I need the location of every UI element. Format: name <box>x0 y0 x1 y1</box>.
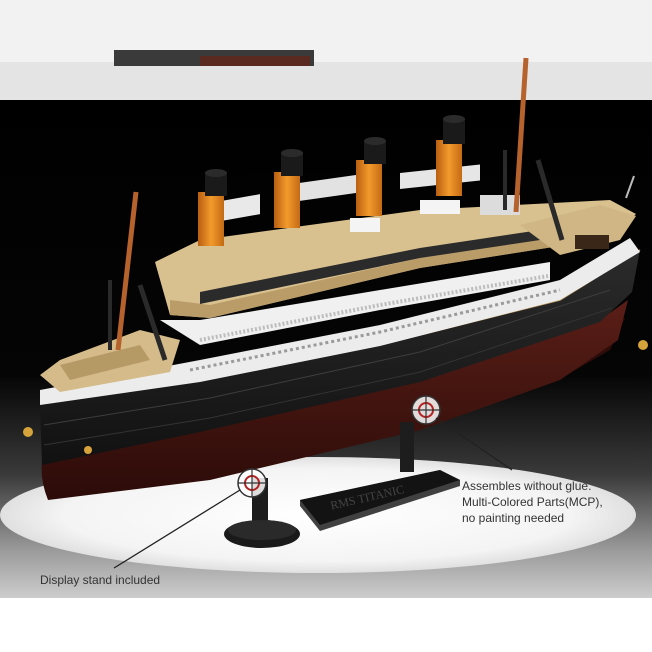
funnel-3 <box>356 160 382 216</box>
cropped-image-strip-red <box>200 56 310 66</box>
top-band-shadow <box>0 62 652 100</box>
hull-crest <box>84 446 92 454</box>
hull-plating-2 <box>43 307 613 446</box>
anchor-stern <box>23 427 33 437</box>
hull-plating <box>43 289 611 426</box>
fore-mast <box>513 57 529 213</box>
callout-stand: Display stand included <box>40 572 220 588</box>
bow-flagpole <box>625 175 635 199</box>
callout-glue-line2: Multi-Colored Parts(MCP), <box>462 495 603 509</box>
promenade-windows <box>189 288 561 372</box>
aft-mast <box>115 191 139 351</box>
fore-crane <box>535 159 565 241</box>
crosshair-icon-rear <box>411 395 441 425</box>
boat-deck-shade <box>170 230 610 318</box>
callout-glue-line1: Assembles without glue. <box>462 479 592 493</box>
stern-house <box>60 345 150 380</box>
funnel-4 <box>436 140 462 196</box>
deck-structures <box>200 164 520 232</box>
funnel-2 <box>274 172 300 228</box>
leader-line-glue <box>435 417 513 471</box>
crosshair-icon-front <box>237 468 267 498</box>
hull-black <box>40 250 640 465</box>
display-stand-rear: RMS TITANIC <box>300 422 460 531</box>
deck-rail <box>199 274 549 342</box>
deck-house-dark <box>200 230 540 304</box>
callout-glue-line3: no painting needed <box>462 511 565 525</box>
callout-stand-label: Display stand included <box>40 573 161 587</box>
anchor-bow <box>638 340 648 350</box>
callout-glue: Assembles without glue. Multi-Colored Pa… <box>462 478 648 526</box>
aft-crane <box>137 284 168 361</box>
white-promenade <box>40 238 640 405</box>
bottom-band <box>0 598 652 652</box>
leader-line-stand <box>113 489 241 569</box>
funnel-1 <box>198 192 224 246</box>
upper-deck-white <box>160 262 550 345</box>
forward-cargo <box>575 235 609 249</box>
funnels <box>198 115 465 246</box>
